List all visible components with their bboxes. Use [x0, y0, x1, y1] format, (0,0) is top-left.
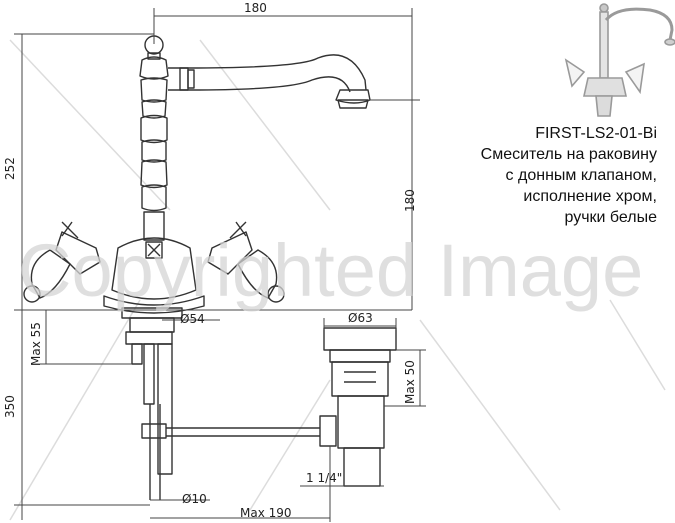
dim-252: 252 — [3, 157, 17, 180]
dim-350: 350 — [3, 395, 17, 418]
description-line-1: Смеситель на раковину — [480, 146, 657, 163]
dimension-lines — [14, 8, 426, 522]
description-line-4: ручки белые — [564, 209, 657, 226]
dim-180-top: 180 — [244, 1, 267, 15]
dim-thread: 1 1/4" — [306, 471, 342, 485]
product-caption: FIRST-LS2-01-Bi Смеситель на раковину с … — [397, 123, 657, 228]
description-line-2: с донным клапаном, — [505, 167, 657, 184]
dim-max-55: Max 55 — [29, 322, 43, 366]
product-photo — [564, 3, 675, 117]
dim-pipe-diameter: Ø10 — [182, 492, 207, 506]
watermark-text: Copyrighted Image — [18, 229, 643, 312]
description-line-3: исполнение хром, — [523, 188, 657, 205]
dim-180-right: 180 — [403, 189, 417, 212]
dim-max-190: Max 190 — [240, 506, 292, 520]
dim-body-diameter: Ø54 — [180, 312, 205, 326]
dim-drain-diameter: Ø63 — [348, 311, 373, 325]
product-model: FIRST-LS2-01-Bi — [535, 125, 657, 142]
dim-max-50: Max 50 — [403, 360, 417, 404]
faucet-drawing — [23, 35, 397, 500]
